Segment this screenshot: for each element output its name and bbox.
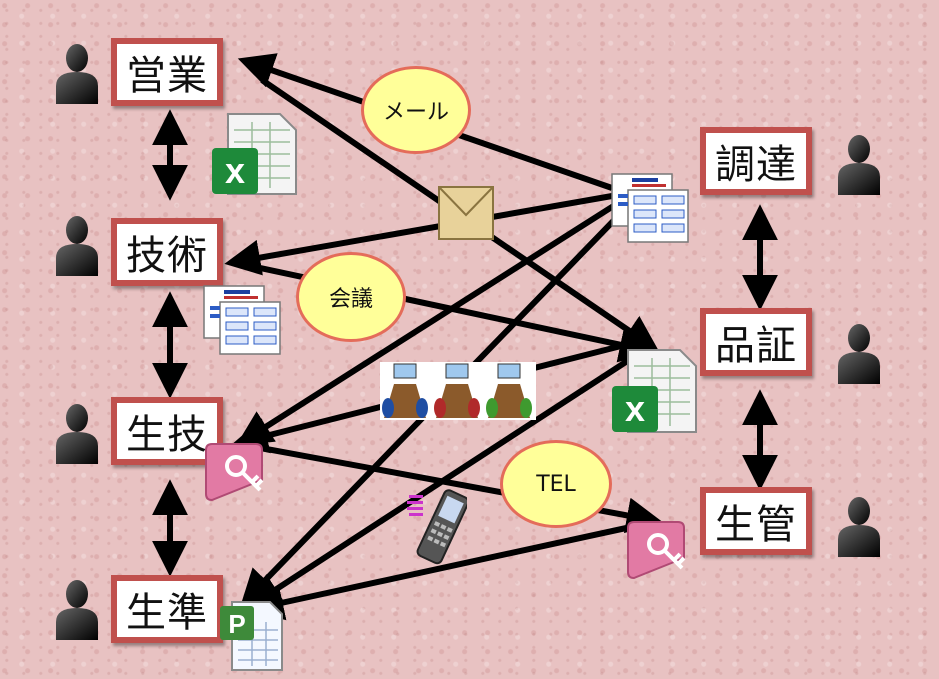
excel-icon: x xyxy=(212,113,297,195)
arrow-form-to-engineering xyxy=(224,193,613,276)
project-icon: P xyxy=(220,601,283,671)
dept-production-preparation: 生準 xyxy=(111,575,223,643)
mobile-phone-icon xyxy=(407,489,467,565)
person-icon xyxy=(838,135,880,195)
dept-procurement: 調達 xyxy=(700,127,812,195)
arrow-form-to-prodeng xyxy=(235,202,617,446)
dept-production-control-label: 生管 xyxy=(715,502,797,548)
tel-bubble-label: TEL xyxy=(536,471,576,497)
dept-quality-assurance-label: 品証 xyxy=(715,323,797,369)
arrow-excel-to-prodprep xyxy=(245,355,634,609)
envelope-icon xyxy=(438,186,494,240)
svg-text:x: x xyxy=(625,388,645,429)
dept-production-control: 生管 xyxy=(700,487,812,555)
person-icon xyxy=(838,324,880,384)
dept-production-engineering: 生技 xyxy=(111,397,223,465)
dept-quality-assurance: 品証 xyxy=(700,308,812,376)
dept-production-engineering-label: 生技 xyxy=(126,412,208,458)
form-icon xyxy=(203,285,281,355)
dept-engineering: 技術 xyxy=(111,218,223,286)
mail-bubble-label: メール xyxy=(382,100,449,125)
person-icon xyxy=(56,216,98,276)
tel-bubble: TEL xyxy=(500,440,612,528)
person-icon xyxy=(838,497,880,557)
dept-production-preparation-label: 生準 xyxy=(126,590,208,636)
dept-sales-label: 営業 xyxy=(126,53,208,99)
dept-procurement-label: 調達 xyxy=(715,142,797,188)
access-key-icon xyxy=(627,521,686,580)
meeting-icon xyxy=(380,362,536,420)
dept-engineering-label: 技術 xyxy=(126,233,208,279)
form-icon xyxy=(611,173,689,243)
dept-sales: 営業 xyxy=(111,38,223,106)
meeting-bubble-label: 会議 xyxy=(328,287,373,312)
person-icon xyxy=(56,580,98,640)
access-key-icon xyxy=(205,443,264,502)
arrow-prodctrl-to-prodprep xyxy=(247,522,641,621)
meeting-bubble: 会議 xyxy=(296,252,406,342)
person-icon xyxy=(56,44,98,104)
excel-icon: x xyxy=(612,349,697,433)
person-icon xyxy=(56,404,98,464)
arrow-engineering-to-excel xyxy=(231,259,656,363)
mail-bubble: メール xyxy=(361,66,471,154)
svg-text:P: P xyxy=(228,609,245,639)
svg-text:x: x xyxy=(225,150,245,191)
